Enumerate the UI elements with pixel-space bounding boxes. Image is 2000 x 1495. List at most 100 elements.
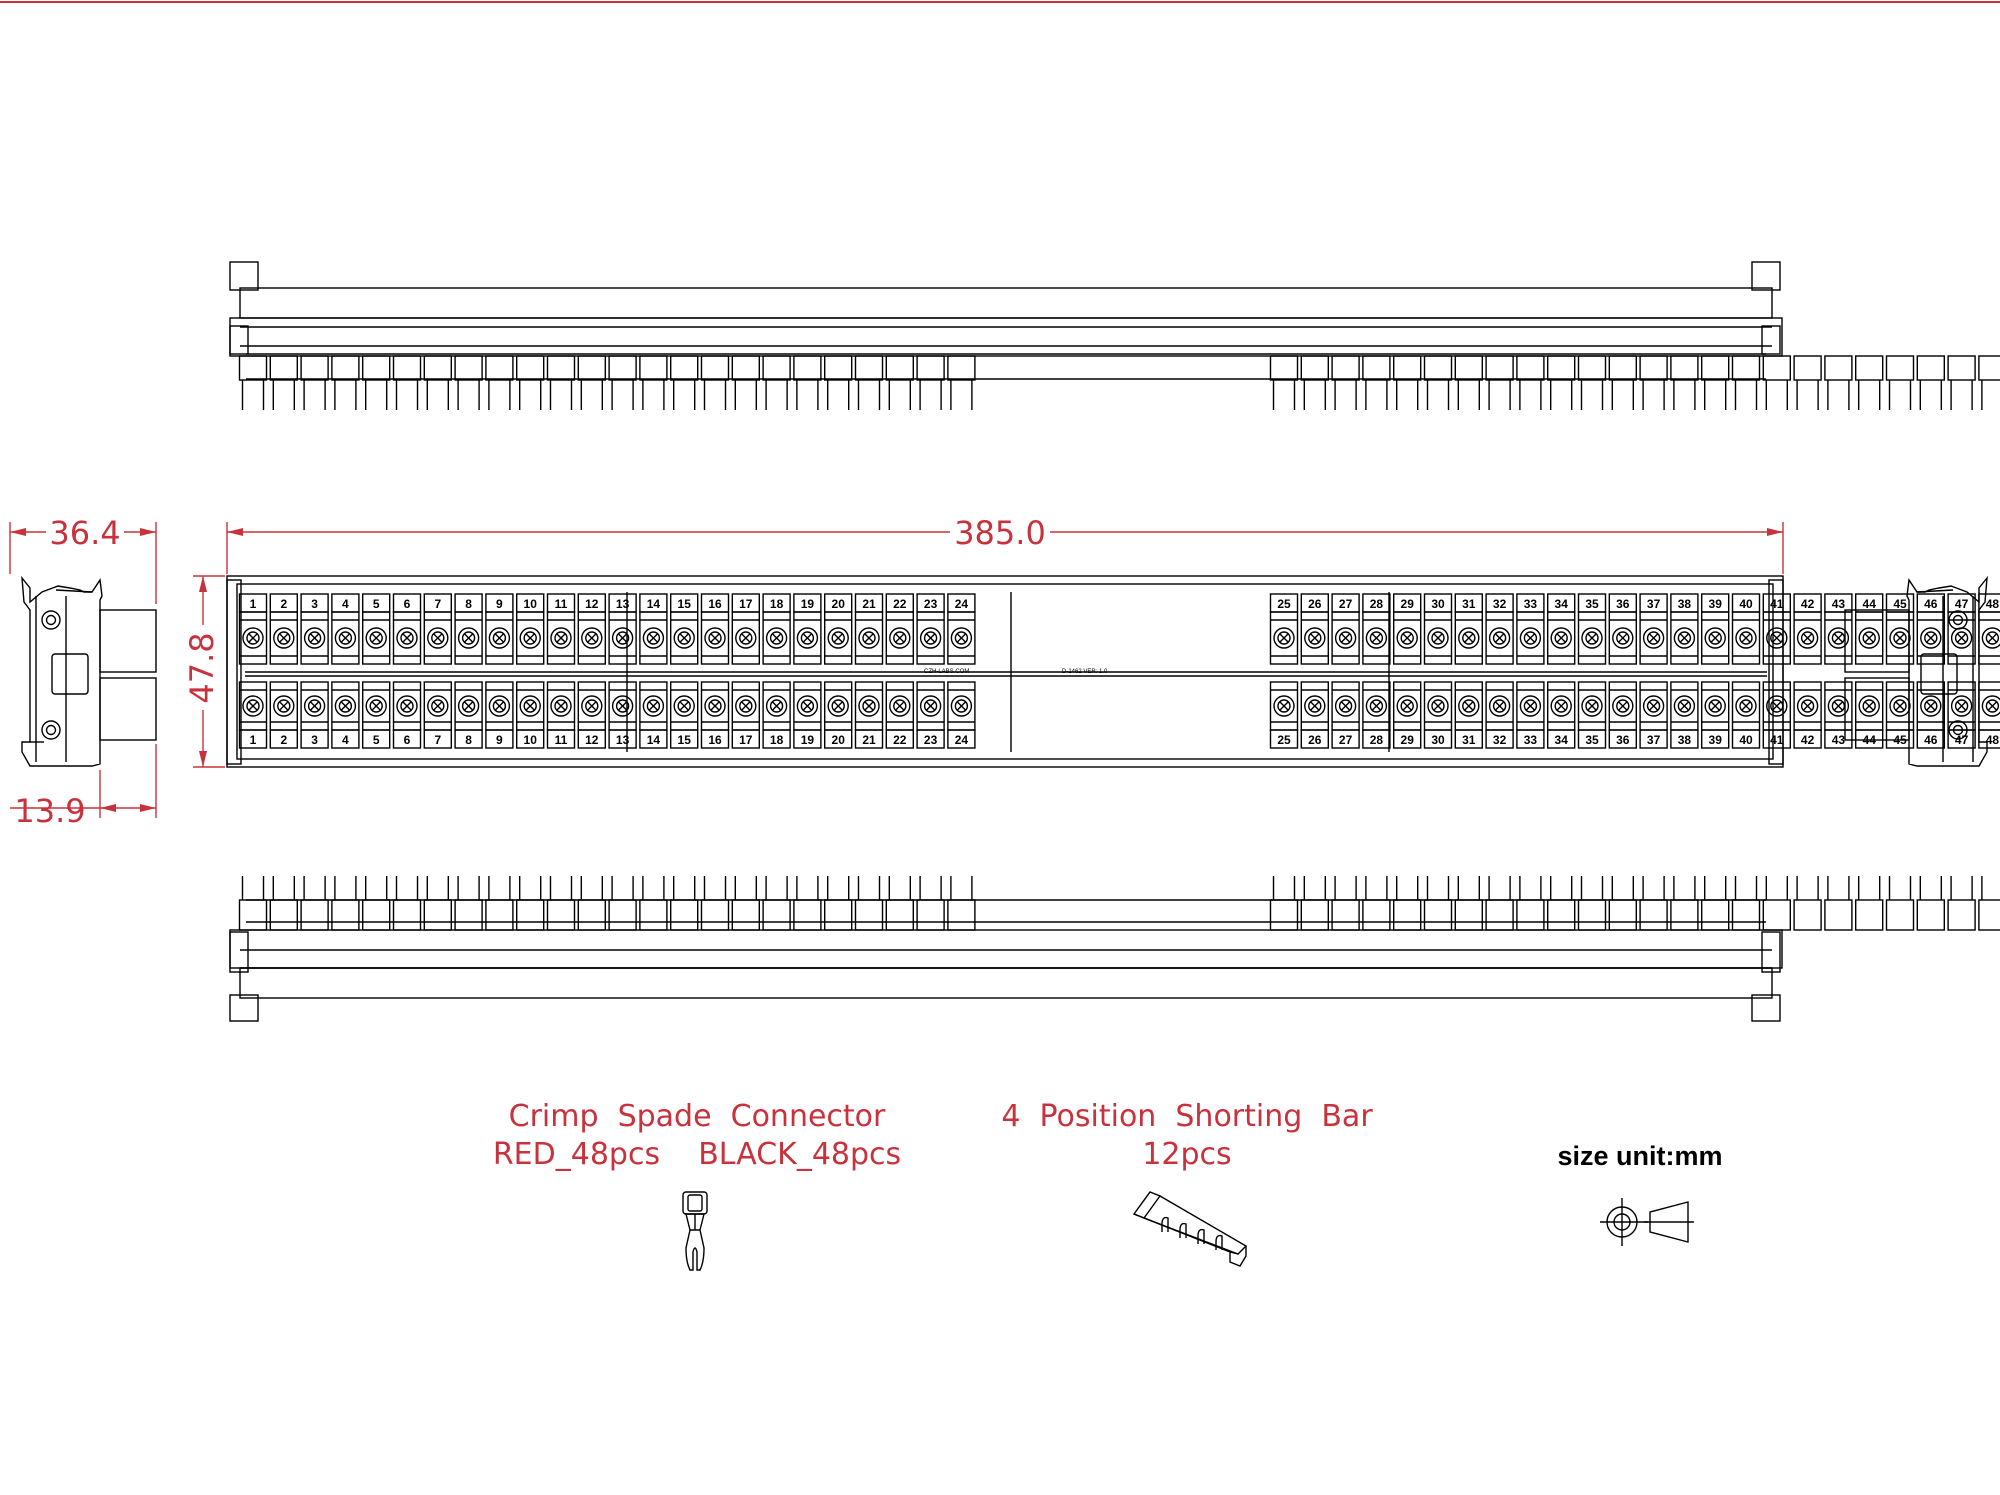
screw-icon[interactable] bbox=[1612, 627, 1634, 649]
screw-icon[interactable] bbox=[396, 627, 418, 649]
screw-icon[interactable] bbox=[1981, 695, 2000, 717]
screw-icon[interactable] bbox=[334, 627, 357, 649]
screw-icon[interactable] bbox=[550, 695, 572, 717]
screw-icon[interactable] bbox=[550, 627, 572, 649]
screw-icon[interactable] bbox=[488, 695, 511, 717]
screw-icon[interactable] bbox=[1519, 695, 1542, 717]
screw-icon[interactable] bbox=[827, 627, 849, 649]
screw-icon[interactable] bbox=[673, 695, 695, 717]
screw-icon[interactable] bbox=[858, 695, 880, 717]
screw-icon[interactable] bbox=[1581, 627, 1603, 649]
screw-icon[interactable] bbox=[273, 627, 295, 649]
screw-icon[interactable] bbox=[334, 695, 357, 717]
screw-icon[interactable] bbox=[1796, 627, 1819, 649]
screw-icon[interactable] bbox=[1365, 627, 1388, 649]
screw-icon[interactable] bbox=[1735, 695, 1757, 717]
screw-icon[interactable] bbox=[735, 627, 757, 649]
screw-icon[interactable] bbox=[765, 627, 788, 649]
screw-icon[interactable] bbox=[581, 627, 603, 649]
screw-icon[interactable] bbox=[1673, 695, 1696, 717]
screw-icon[interactable] bbox=[1488, 695, 1511, 717]
screw-icon[interactable] bbox=[1427, 627, 1449, 649]
screw-icon[interactable] bbox=[1735, 627, 1757, 649]
screw-icon[interactable] bbox=[1519, 627, 1542, 649]
screw-icon[interactable] bbox=[1642, 695, 1665, 717]
screw-icon[interactable] bbox=[1704, 627, 1726, 649]
bottom-view-terminal-fin bbox=[1362, 876, 1391, 931]
screw-icon[interactable] bbox=[1273, 627, 1295, 649]
screw-icon[interactable] bbox=[1766, 627, 1788, 649]
screw-icon[interactable] bbox=[919, 695, 942, 717]
screw-icon[interactable] bbox=[796, 695, 819, 717]
screw-icon[interactable] bbox=[735, 695, 757, 717]
screw-icon[interactable] bbox=[642, 627, 665, 649]
screw-icon[interactable] bbox=[1950, 627, 1973, 649]
screw-icon[interactable] bbox=[1334, 695, 1357, 717]
screw-icon[interactable] bbox=[1673, 627, 1696, 649]
screw-icon[interactable] bbox=[796, 627, 819, 649]
screw-icon[interactable] bbox=[457, 695, 480, 717]
screw-icon[interactable] bbox=[1950, 695, 1973, 717]
screw-icon[interactable] bbox=[1796, 695, 1819, 717]
top-view-terminal-fin bbox=[1362, 355, 1391, 410]
screw-icon[interactable] bbox=[1365, 695, 1388, 717]
screw-icon[interactable] bbox=[950, 695, 973, 717]
screw-icon[interactable] bbox=[827, 695, 849, 717]
screw-icon[interactable] bbox=[519, 627, 541, 649]
screw-icon[interactable] bbox=[704, 695, 726, 717]
screw-icon[interactable] bbox=[1550, 627, 1572, 649]
top-view-terminal-fin bbox=[1824, 355, 1853, 410]
screw-icon[interactable] bbox=[427, 695, 449, 717]
screw-icon[interactable] bbox=[1612, 695, 1634, 717]
screw-icon[interactable] bbox=[704, 627, 726, 649]
screw-icon[interactable] bbox=[365, 627, 387, 649]
screw-icon[interactable] bbox=[1458, 627, 1480, 649]
screw-icon[interactable] bbox=[1766, 695, 1788, 717]
screw-icon[interactable] bbox=[1858, 695, 1880, 717]
screw-icon[interactable] bbox=[1704, 695, 1726, 717]
screw-icon[interactable] bbox=[1858, 627, 1880, 649]
terminal-label-bottom: 16 bbox=[708, 733, 722, 747]
screw-icon[interactable] bbox=[1334, 627, 1357, 649]
screw-icon[interactable] bbox=[1304, 695, 1326, 717]
bottom-view-terminal-fin bbox=[824, 876, 853, 931]
screw-icon[interactable] bbox=[1920, 627, 1942, 649]
screw-icon[interactable] bbox=[396, 695, 418, 717]
screw-icon[interactable] bbox=[1642, 627, 1665, 649]
screw-icon[interactable] bbox=[365, 695, 387, 717]
screw-icon[interactable] bbox=[488, 627, 511, 649]
screw-icon[interactable] bbox=[1304, 627, 1326, 649]
screw-icon[interactable] bbox=[1981, 627, 2000, 649]
screw-icon[interactable] bbox=[303, 627, 326, 649]
screw-icon[interactable] bbox=[581, 695, 603, 717]
screw-icon[interactable] bbox=[1581, 695, 1603, 717]
screw-icon[interactable] bbox=[765, 695, 788, 717]
bottom-view-terminal-fin bbox=[454, 876, 483, 931]
screw-icon[interactable] bbox=[611, 695, 634, 717]
screw-icon[interactable] bbox=[519, 695, 541, 717]
screw-icon[interactable] bbox=[273, 695, 295, 717]
screw-icon[interactable] bbox=[1396, 695, 1418, 717]
screw-icon[interactable] bbox=[950, 627, 973, 649]
screw-icon[interactable] bbox=[1889, 695, 1911, 717]
screw-icon[interactable] bbox=[1273, 695, 1295, 717]
screw-icon[interactable] bbox=[1396, 627, 1418, 649]
screw-icon[interactable] bbox=[1427, 695, 1449, 717]
screw-icon[interactable] bbox=[889, 695, 911, 717]
screw-icon[interactable] bbox=[919, 627, 942, 649]
screw-icon[interactable] bbox=[303, 695, 326, 717]
screw-icon[interactable] bbox=[642, 695, 665, 717]
screw-icon[interactable] bbox=[1920, 695, 1942, 717]
screw-icon[interactable] bbox=[427, 627, 449, 649]
screw-icon[interactable] bbox=[1889, 627, 1911, 649]
screw-icon[interactable] bbox=[858, 627, 880, 649]
screw-icon[interactable] bbox=[242, 627, 264, 649]
screw-icon[interactable] bbox=[673, 627, 695, 649]
screw-icon[interactable] bbox=[611, 627, 634, 649]
screw-icon[interactable] bbox=[889, 627, 911, 649]
screw-icon[interactable] bbox=[1458, 695, 1480, 717]
screw-icon[interactable] bbox=[457, 627, 480, 649]
screw-icon[interactable] bbox=[1550, 695, 1572, 717]
screw-icon[interactable] bbox=[242, 695, 264, 717]
screw-icon[interactable] bbox=[1488, 627, 1511, 649]
